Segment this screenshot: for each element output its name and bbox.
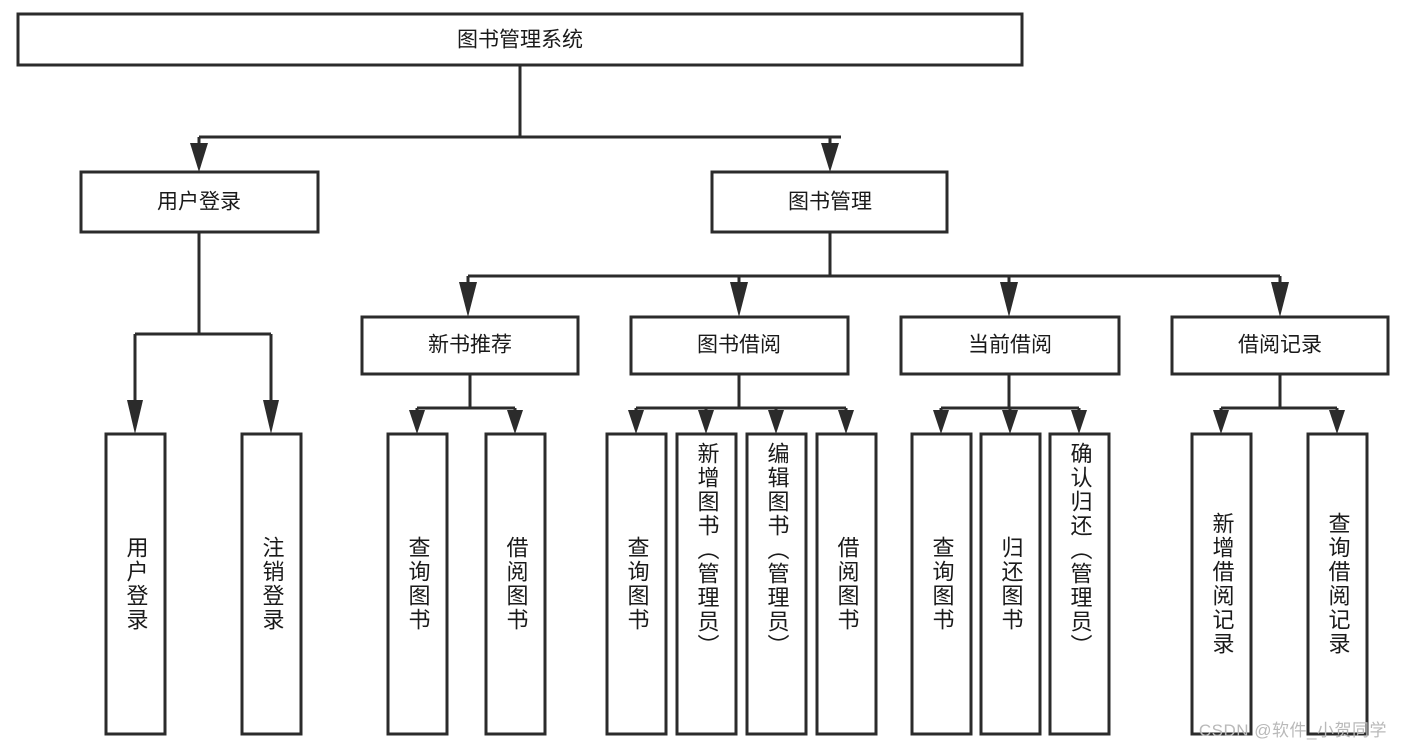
arrow-to-leaf-logout bbox=[263, 400, 279, 434]
node-current-borrow-box[interactable] bbox=[899, 315, 1121, 376]
arrow-to-recommend-borrow-book bbox=[507, 410, 523, 434]
arrow-to-leaf-user-login bbox=[127, 400, 143, 434]
arrow-to-records-add-record bbox=[1213, 410, 1229, 434]
arrow-to-current-query-book bbox=[933, 410, 949, 434]
node-leaf-current-confirm-return-box[interactable] bbox=[1048, 432, 1111, 736]
node-leaf-recommend-query-book-box[interactable] bbox=[386, 432, 449, 736]
node-leaf-recommend-borrow-book-box[interactable] bbox=[484, 432, 547, 736]
arrow-to-borrow-query-book bbox=[628, 410, 644, 434]
arrow-to-book-manage bbox=[821, 143, 839, 172]
node-book-borrow-label: 图书借阅 bbox=[697, 334, 781, 357]
arrow-to-current-confirm-return bbox=[1071, 410, 1087, 434]
node-borrow-records-box[interactable] bbox=[1170, 315, 1390, 376]
node-leaf-borrow-query-book-box[interactable] bbox=[605, 432, 668, 736]
node-leaf-records-add-record-box[interactable] bbox=[1190, 432, 1253, 736]
nodes-group: 图书管理系统 用户登录 图书管理 新书推荐 图书借阅 当前借阅 借阅记录 bbox=[16, 12, 1390, 736]
node-new-book-recommend-box[interactable] bbox=[360, 315, 580, 376]
node-borrow-records-label: 借阅记录 bbox=[1238, 334, 1322, 357]
arrow-to-user-login bbox=[190, 143, 208, 172]
node-leaf-records-query-record-box[interactable] bbox=[1306, 432, 1369, 736]
node-new-book-recommend-label: 新书推荐 bbox=[428, 334, 512, 357]
arrow-to-borrow-edit-book bbox=[768, 410, 784, 434]
arrow-to-recommend-query-book bbox=[409, 410, 425, 434]
node-leaf-current-return-book-box[interactable] bbox=[979, 432, 1042, 736]
node-leaf-borrow-borrow-book-box[interactable] bbox=[815, 432, 878, 736]
node-book-borrow-box[interactable] bbox=[629, 315, 850, 376]
edges-group bbox=[127, 65, 1345, 434]
node-user-login-label: 用户登录 bbox=[157, 191, 241, 214]
node-leaf-current-query-book-box[interactable] bbox=[910, 432, 973, 736]
node-leaf-logout-box[interactable] bbox=[240, 432, 303, 736]
arrow-to-current-return-book bbox=[1002, 410, 1018, 434]
arrow-to-records-query-record bbox=[1329, 410, 1345, 434]
node-leaf-borrow-edit-book-box[interactable] bbox=[745, 432, 808, 736]
node-book-manage-label: 图书管理 bbox=[788, 191, 872, 214]
arrow-to-new-book-recommend bbox=[459, 282, 477, 317]
arrow-to-borrow-records bbox=[1271, 282, 1289, 317]
node-leaf-borrow-add-book-box[interactable] bbox=[675, 432, 738, 736]
arrow-to-borrow-borrow-book bbox=[838, 410, 854, 434]
node-leaf-user-login-box[interactable] bbox=[104, 432, 167, 736]
node-user-login-box[interactable] bbox=[79, 170, 320, 234]
node-root-box[interactable] bbox=[16, 12, 1024, 67]
node-current-borrow-label: 当前借阅 bbox=[968, 334, 1052, 357]
node-root-label: 图书管理系统 bbox=[457, 29, 583, 52]
arrow-to-current-borrow bbox=[1000, 282, 1018, 317]
arrow-to-book-borrow bbox=[730, 282, 748, 317]
node-book-manage-box[interactable] bbox=[710, 170, 949, 234]
arrow-to-borrow-add-book bbox=[698, 410, 714, 434]
